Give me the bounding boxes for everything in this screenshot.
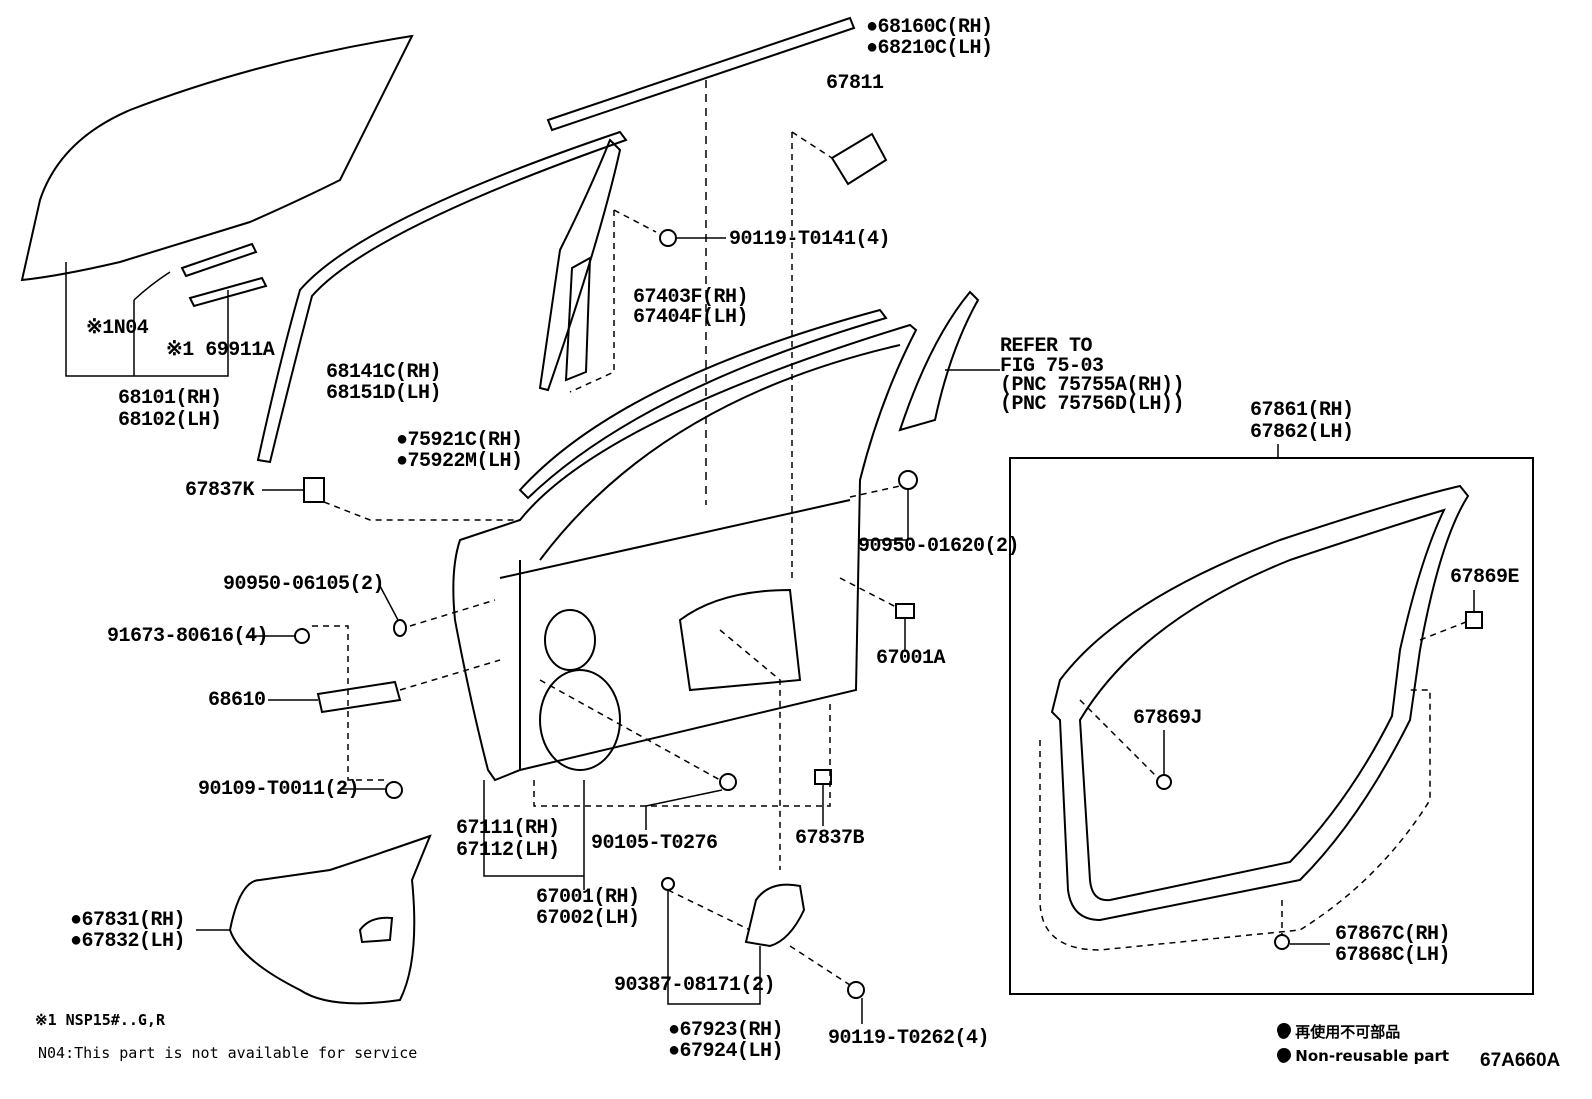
part-label-90119-t0262: 90119-T0262(4) [828,1027,990,1050]
door-opening-weatherstrip [1050,484,1470,922]
bolt-90119-t0262 [847,981,865,999]
part-label-68101: 68101(RH) [118,387,222,410]
applicability-note: ※1 NSP15#..G,R [35,1011,165,1029]
door-panel [452,323,918,782]
part-label-90950-06105: 90950-06105(2) [223,573,385,596]
pillar-garnish [538,138,622,392]
part-label-67832: ●67832(LH) [70,930,186,953]
part-label-69911a: ※1 69911A [166,339,275,362]
part-label-67837b: 67837B [795,827,865,850]
legend-non-reusable-jp: ● 再使用不可部品 [1277,1023,1401,1041]
part-label-68610: 68610 [208,689,266,712]
frame-moulding [256,130,628,464]
figure-code: 67A660A [1480,1050,1561,1071]
part-label-90109: 90109-T0011(2) [198,778,360,801]
part-label-68151d: 68151D(LH) [326,382,442,405]
part-label-68210c: ●68210C(LH) [866,37,993,60]
bolt-90109 [385,781,403,799]
clip-67001a [895,603,915,619]
part-label-67001a: 67001A [876,647,946,670]
bolt-91673 [294,628,310,644]
part-label-90119-t0141: 90119-T0141(4) [729,228,891,251]
service-hole-cover [228,834,432,1005]
part-label-67831: ●67831(RH) [70,909,186,932]
part-label-67002: 67002(LH) [536,907,640,930]
hole-plug-90950-06105 [393,619,407,637]
lower-hinge-bracket [744,883,806,948]
door-glass [20,34,414,282]
part-label-90950-01620: 90950-01620(2) [858,535,1020,558]
clip-67869j [1156,774,1172,790]
nut-90387 [661,877,675,891]
part-label-67112: 67112(LH) [456,839,560,862]
refer-fig-label: FIG 75-03 [1000,355,1104,378]
part-label-75921c: ●75921C(RH) [396,429,523,452]
part-label-67868c: 67868C(LH) [1335,944,1451,967]
part-label-67404f: 67404F(LH) [633,306,749,329]
clip-67867c [1274,934,1290,950]
legend-non-reusable-en: ● Non-reusable part [1277,1047,1450,1065]
clip-67869e [1465,611,1483,629]
part-label-90105: 90105-T0276 [591,832,718,855]
door-check-68610 [316,680,402,714]
part-label-67862: 67862(LH) [1250,421,1354,444]
belt-moulding [546,16,856,132]
refer-pnc-rh-label: (PNC 75755A(RH)) [1000,374,1185,397]
part-label-67924: ●67924(LH) [668,1040,784,1063]
refer-pnc-lh-label: (PNC 75756D(LH)) [1000,393,1185,416]
part-label-68160c: ●68160C(RH) [866,16,993,39]
part-label-90387: 90387-08171(2) [614,974,776,997]
part-label-75922m: ●75922M(LH) [396,450,523,473]
part-label-n04: ※1N04 [86,317,149,340]
part-label-67869j: 67869J [1133,707,1203,730]
part-label-67111: 67111(RH) [456,817,560,840]
glass-seal-strip-1 [180,242,258,278]
part-label-68141c: 68141C(RH) [326,361,442,384]
glass-seal-strip-2 [188,276,268,308]
part-label-67403f: 67403F(RH) [633,286,749,309]
bolt-90119-t0141 [659,229,677,247]
weatherstrip-detail-box [1009,457,1534,995]
part-label-67869e: 67869E [1450,566,1520,589]
pad-67811 [830,132,888,186]
part-label-67837k: 67837K [185,479,255,502]
refer-to-label: REFER TO [1000,335,1093,358]
bolt-90105 [719,773,737,791]
pad-67837k [303,477,325,503]
part-label-67867c: 67867C(RH) [1335,923,1451,946]
door-weatherstrip [518,308,888,500]
sash-garnish-refer [898,290,980,432]
n04-note: N04:This part is not available for servi… [38,1044,418,1062]
part-label-67001: 67001(RH) [536,886,640,909]
part-label-67861: 67861(RH) [1250,399,1354,422]
glass-leader-lines [65,262,229,377]
part-label-67923: ●67923(RH) [668,1019,784,1042]
part-label-91673: 91673-80616(4) [107,625,269,648]
part-label-68102: 68102(LH) [118,409,222,432]
part-label-67811: 67811 [826,72,884,95]
hole-plug-90950-01620 [898,470,918,490]
pad-67837b [814,769,832,785]
